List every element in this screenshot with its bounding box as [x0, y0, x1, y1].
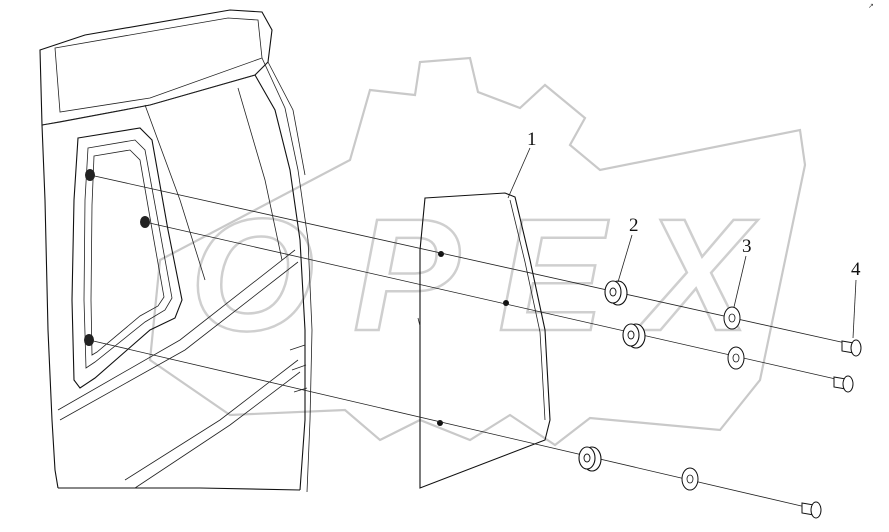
- leader-3: [733, 255, 747, 308]
- cab-rear-pillar: [254, 74, 306, 491]
- corner-mark: ↗: [868, 2, 874, 10]
- glass-pane: [417, 192, 551, 489]
- leader-4: [852, 279, 857, 339]
- callout-4: 4: [851, 259, 861, 280]
- cab-roof: [39, 9, 273, 126]
- grommets: [578, 280, 646, 472]
- grommet-upper: [604, 280, 628, 306]
- axis-upper: [89, 174, 851, 345]
- opex-watermark: OPEX: [148, 56, 807, 447]
- window-inner-frame: [83, 139, 173, 369]
- axis-lower: [88, 339, 811, 509]
- washer-lower: [681, 467, 699, 491]
- glass-pane-outline: [419, 192, 551, 489]
- callout-2: 2: [629, 215, 639, 236]
- callout-1: 1: [527, 129, 537, 150]
- cab-front-edge: [41, 124, 59, 489]
- washers: [681, 306, 745, 491]
- screw-middle: [833, 375, 854, 393]
- leader-2: [617, 234, 633, 283]
- axis-middle: [144, 221, 841, 381]
- leader-lines: [507, 147, 857, 339]
- screw-lower: [801, 501, 822, 519]
- screws: [801, 339, 862, 519]
- callout-3: 3: [742, 236, 752, 257]
- washer-middle: [727, 346, 745, 370]
- grommet-lower: [578, 446, 602, 472]
- glass-hole-middle: [503, 300, 509, 306]
- washer-upper: [723, 306, 741, 330]
- watermark-text: OPEX: [190, 185, 758, 364]
- window-outer-frame: [71, 127, 183, 389]
- leader-1: [507, 147, 531, 199]
- watermark-gear-outline: [148, 56, 807, 447]
- cab-body: [39, 9, 313, 493]
- cab-bottom-edge: [58, 487, 301, 491]
- screw-upper: [841, 339, 862, 357]
- glass-hole-upper: [438, 251, 444, 257]
- grommet-middle: [622, 323, 646, 349]
- cab-side-crease: [57, 249, 296, 411]
